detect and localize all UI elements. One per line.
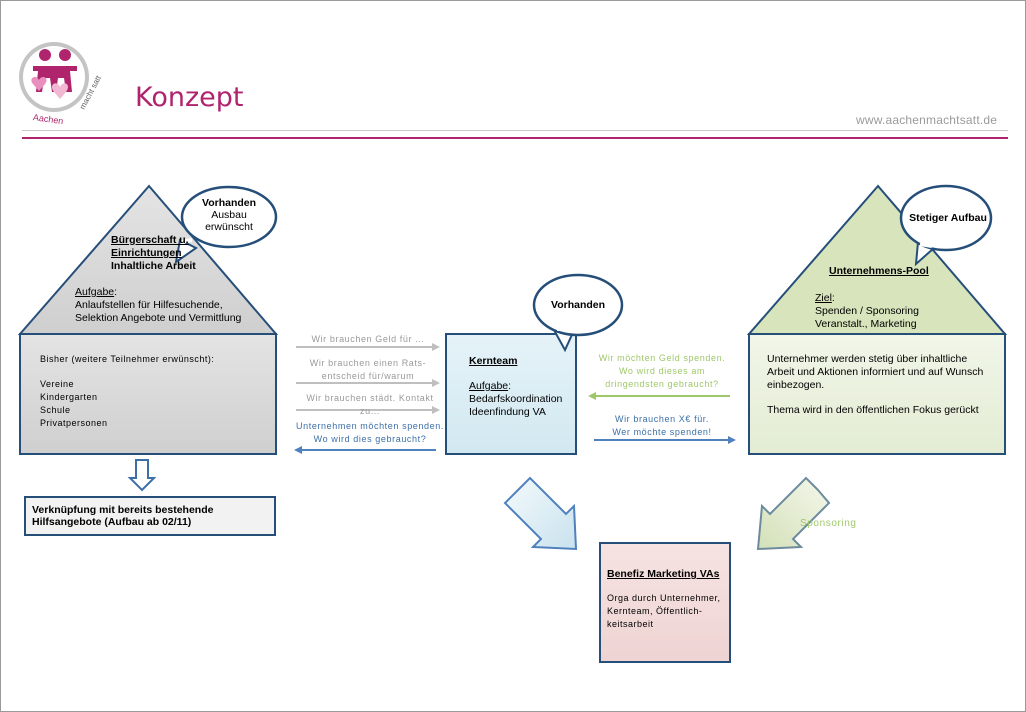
blue-arrow-right — [594, 436, 736, 444]
right-house-body — [748, 333, 1006, 455]
left-body-heading: Bisher (weitere Teilnehmer erwünscht): — [40, 354, 215, 364]
benefiz-line1: Orga durch Unternehmer, — [607, 593, 721, 603]
left-task-line2: Selektion Angebote und Vermittlung — [75, 312, 242, 324]
right-body-line2: Arbeit und Aktionen informiert und auf W… — [767, 366, 984, 378]
logo — [19, 42, 89, 112]
benefiz-box — [599, 542, 731, 663]
left-task-line1: Anlaufstellen für Hilfesuchende, — [75, 299, 223, 311]
right-goal-line1: Spenden / Sponsoring — [815, 305, 919, 317]
right-body-line4: Thema wird in den öffentlichen Fokus ger… — [767, 404, 979, 416]
arrow-label-kontakt: Wir brauchen städt. Kontakt zu... — [306, 393, 434, 416]
arrow-label-geld: Wir brauchen Geld für ... — [311, 334, 425, 344]
left-house-body — [19, 333, 277, 455]
center-bubble-label: Vorhanden — [550, 299, 606, 311]
header-divider — [22, 130, 1008, 131]
kernteam-text: Kernteam Aufgabe: Bedarfskoordination Id… — [469, 355, 574, 419]
right-body-text: Unternehmer werden stetig über inhaltlic… — [767, 353, 999, 417]
right-roof-title: Unternehmens-Pool — [829, 265, 929, 277]
blue-arrow-left — [294, 446, 436, 454]
left-task-label: Aufgabe — [75, 286, 115, 298]
left-roof-title-line1: Bürgerschaft u. — [111, 234, 189, 246]
arrow-label-geld-spenden-line2: Wo wird dieses am — [618, 366, 706, 376]
left-roof-subtitle: Inhaltliche Arbeit — [111, 260, 196, 272]
arrow-label-unternehmen-line2: Wo wird dies gebraucht? — [313, 434, 427, 444]
left-bubble-text: Vorhanden Ausbau erwünscht — [185, 197, 273, 233]
green-arrow-left — [588, 392, 730, 400]
kernteam-box — [445, 333, 577, 455]
left-result-line1: Verknüpfung mit bereits bestehende — [32, 504, 214, 516]
arrow-label-ratsentscheid-line1: Wir brauchen einen Rats- — [309, 358, 427, 368]
arrow-label-geld-spenden: Wir möchten Geld spenden. Wo wird dieses… — [592, 352, 732, 391]
left-roof-title: Bürgerschaft u. Einrichtungen Inhaltlich… — [111, 234, 231, 273]
list-item: Vereine — [40, 379, 75, 389]
left-result-text: Verknüpfung mit bereits bestehende Hilfs… — [32, 504, 272, 528]
right-goal: Ziel: Spenden / Sponsoring Veranstalt., … — [815, 292, 955, 331]
kernteam-title: Kernteam — [469, 355, 518, 367]
arrow-label-x-euro: Wir brauchen X€ für. Wer möchte spenden! — [592, 413, 732, 439]
benefiz-title: Benefiz Marketing VAs — [607, 568, 720, 580]
header-divider-accent — [22, 137, 1008, 139]
down-arrow — [127, 459, 157, 492]
right-goal-line2: Veranstalt., Marketing — [815, 318, 917, 330]
logo-text: Aachen — [32, 112, 64, 126]
left-items-list: Vereine Kindergarten Schule Privatperson… — [40, 378, 240, 430]
arrow-label-x-euro-line2: Wer möchte spenden! — [612, 427, 712, 437]
arrow-label-ratsentscheid: Wir brauchen einen Rats- entscheid für/w… — [296, 357, 440, 383]
benefiz-line3: keitsarbeit — [607, 619, 654, 629]
arrow-label-ratsentscheid-line2: entscheid für/warum — [321, 371, 415, 381]
left-result-box — [24, 496, 276, 536]
right-body-line1: Unternehmer werden stetig über inhaltlic… — [767, 353, 968, 365]
left-bubble-line3: erwünscht — [205, 221, 253, 233]
left-bubble-line1: Vorhanden — [201, 197, 257, 209]
benefiz-text: Orga durch Unternehmer, Kernteam, Öffent… — [607, 592, 729, 631]
gray-arrows — [296, 343, 440, 414]
website-url[interactable]: www.aachenmachtsatt.de — [856, 113, 998, 127]
kernteam-line1: Bedarfskoordination — [469, 393, 563, 405]
benefiz-line2: Kernteam, Öffentlich- — [607, 606, 703, 616]
right-goal-label: Ziel — [815, 292, 832, 304]
kernteam-task-label: Aufgabe — [469, 380, 509, 392]
sponsoring-label: Sponsoring — [800, 518, 857, 529]
arrow-label-unternehmen: Unternehmen möchten spenden. Wo wird die… — [292, 420, 448, 446]
list-item: Schule — [40, 405, 71, 415]
left-task: Aufgabe: Anlaufstellen für Hilfesuchende… — [75, 286, 275, 325]
kernteam-line2: Ideenfindung VA — [469, 406, 546, 418]
page-title: Konzept — [135, 82, 244, 113]
right-body-line3: einbezogen. — [767, 379, 825, 391]
left-bubble-line2: Ausbau — [211, 209, 247, 221]
arrow-label-geld-spenden-line3: dringendsten gebraucht? — [605, 379, 719, 389]
center-bubble-text: Vorhanden — [532, 299, 624, 312]
center-bubble — [532, 273, 624, 353]
left-bubble — [174, 185, 278, 265]
list-item: Kindergarten — [40, 392, 98, 402]
right-bubble-text: Stetiger Aufbau — [909, 212, 987, 224]
pool-to-benefiz-arrow — [756, 476, 831, 551]
list-item: Privatpersonen — [40, 418, 108, 428]
left-roof-title-line2: Einrichtungen — [111, 247, 182, 259]
right-bubble — [899, 184, 993, 267]
kernteam-to-benefiz-arrow — [503, 476, 578, 551]
arrow-label-unternehmen-line1: Unternehmen möchten spenden. — [296, 421, 444, 431]
arrow-label-geld-spenden-line1: Wir möchten Geld spenden. — [598, 353, 726, 363]
arrow-label-x-euro-line1: Wir brauchen X€ für. — [614, 414, 710, 424]
left-result-line2: Hilfsangebote (Aufbau ab 02/11) — [32, 516, 192, 528]
